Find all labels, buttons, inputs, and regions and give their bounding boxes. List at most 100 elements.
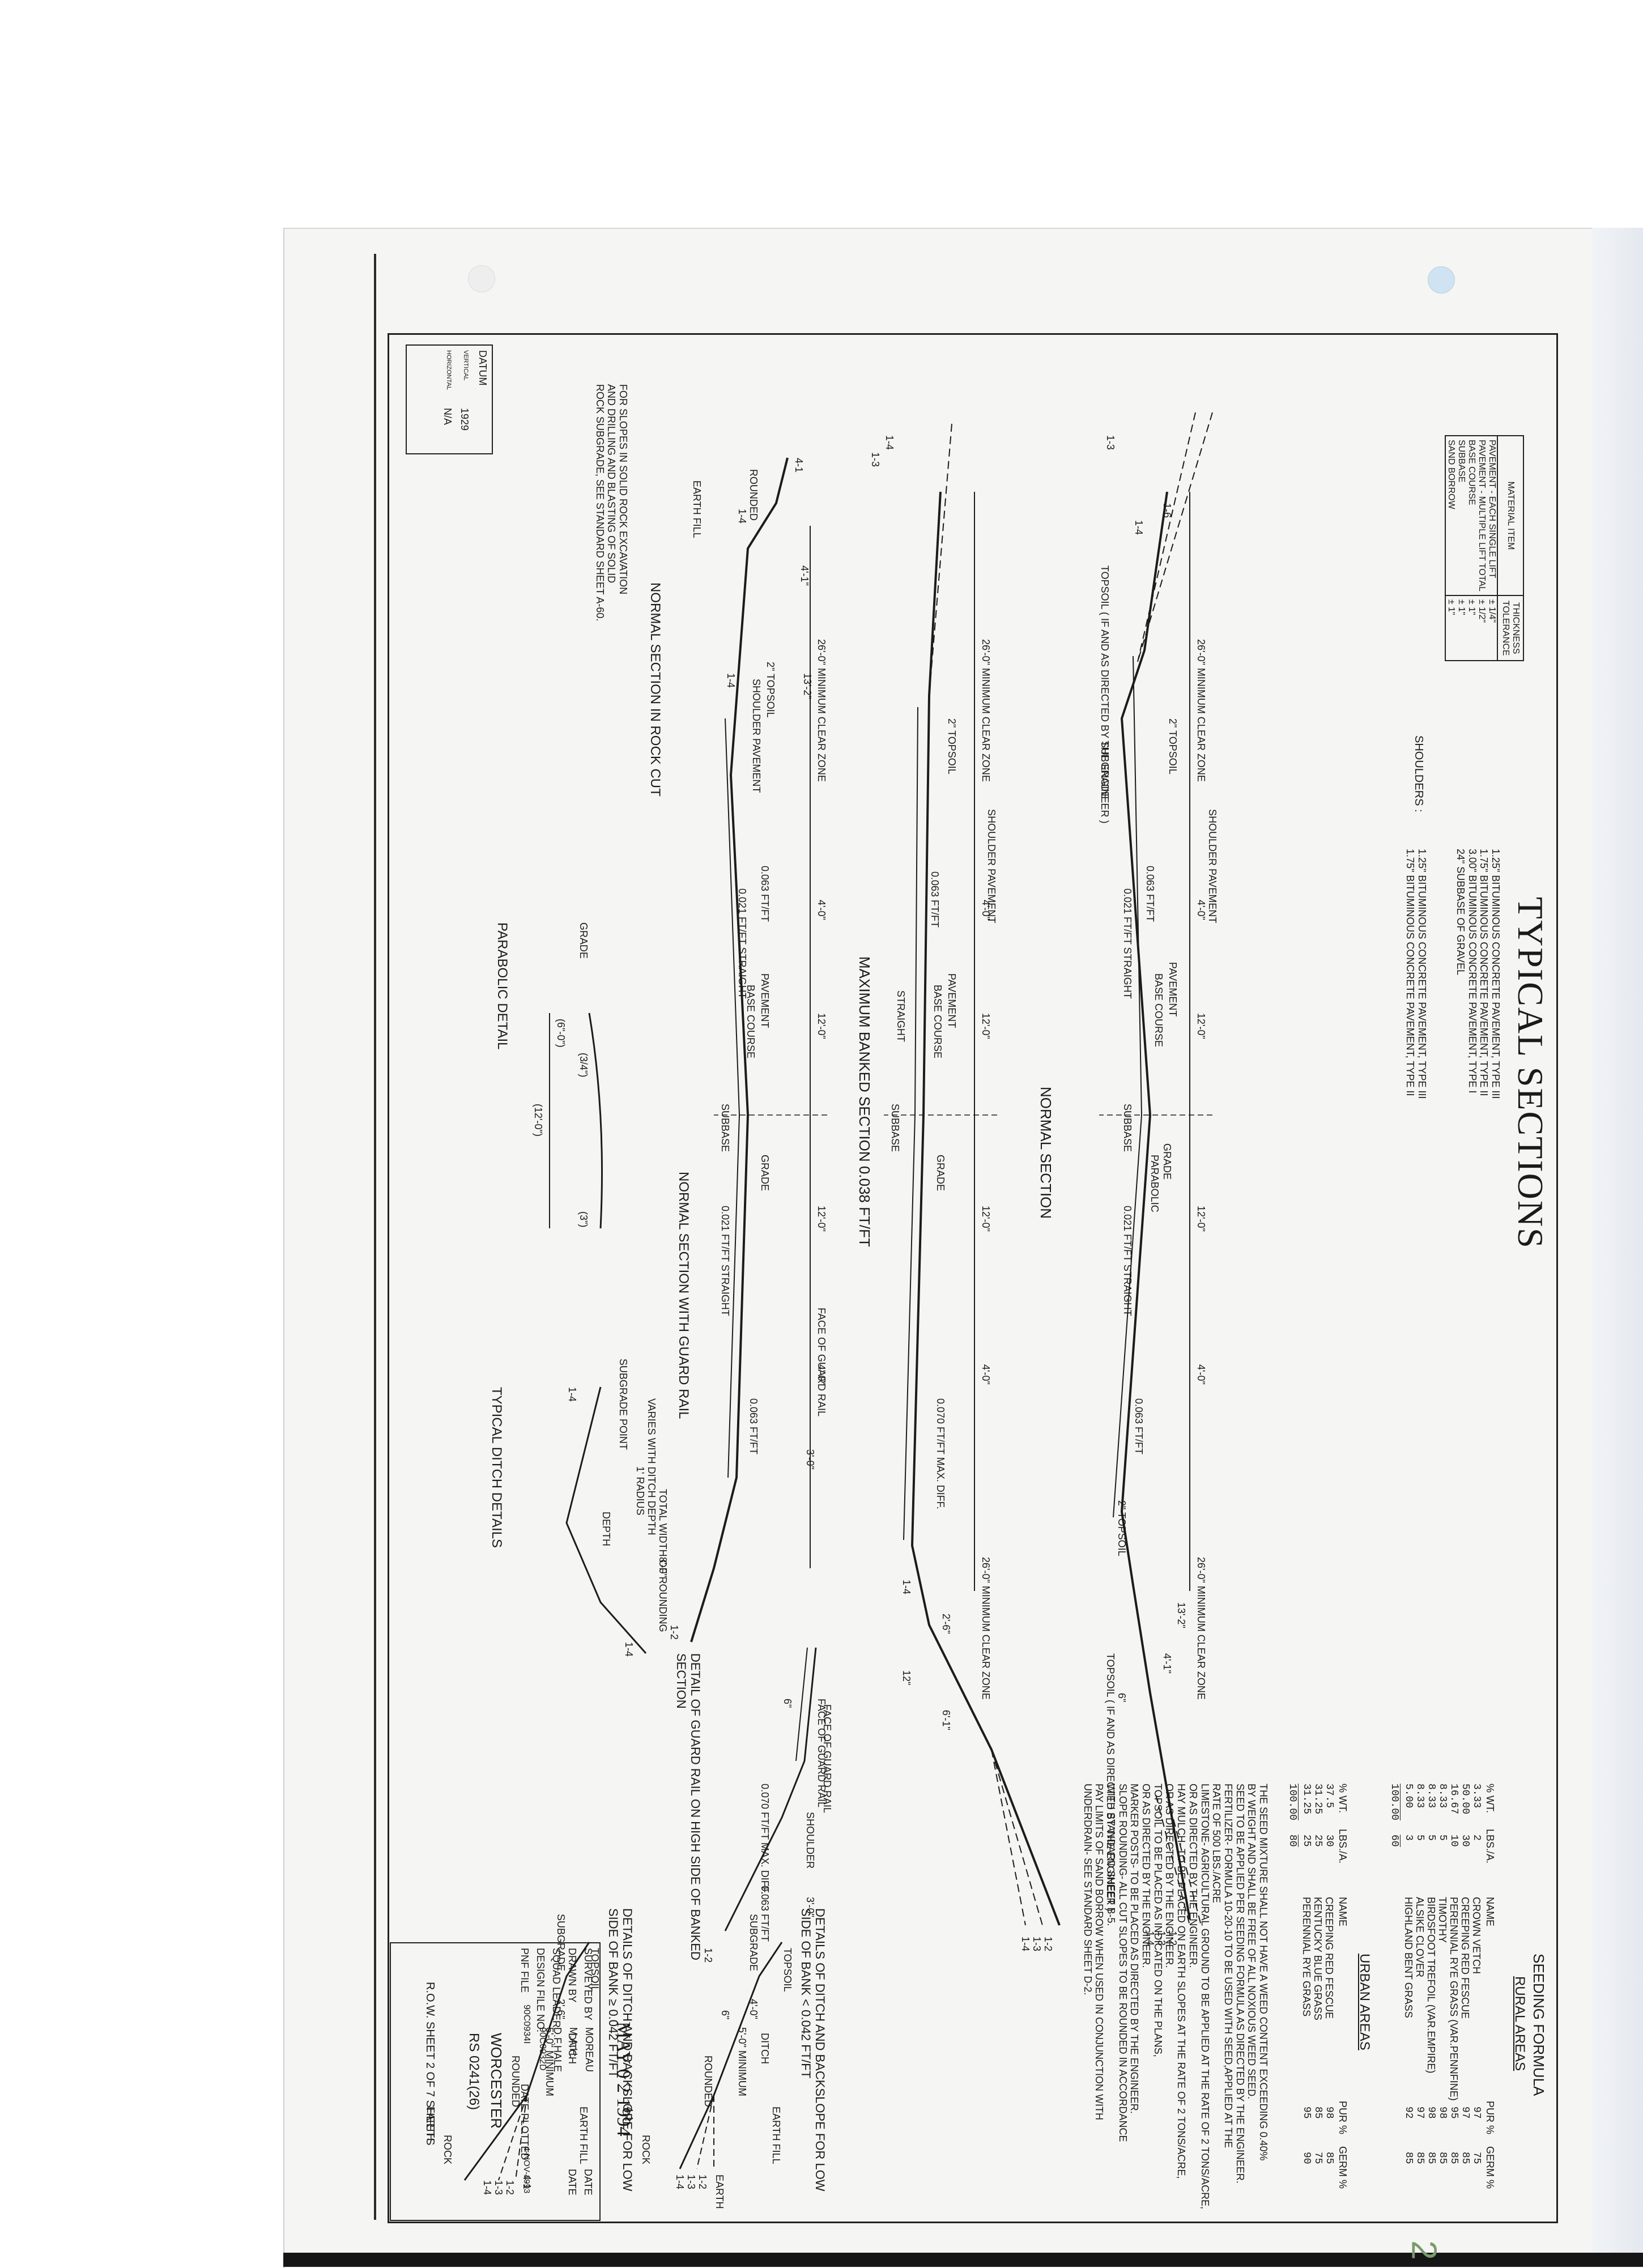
ditch-low-a-label: 5'-0" MINIMUM — [737, 2027, 748, 2096]
normal-label: GRADE — [1161, 1143, 1173, 1180]
normal-slope: 1-3 — [1156, 1931, 1167, 1946]
plotted-date: 4-NOV-1993 — [522, 2146, 531, 2194]
normal-label: SUBBASE — [1122, 1104, 1133, 1152]
guardrail-dim: FACE OF GUARD RAIL — [816, 1308, 827, 1417]
drawing-sheet: TYPICAL SECTIONS 1.25" BITUMINOUS CONCRE… — [368, 254, 1564, 2237]
ditch-low-a-label: 1-3 — [686, 2175, 697, 2190]
normal-label: TOPSOIL ( IF AND AS DIRECTED BY THE ENGI… — [1105, 1653, 1116, 1912]
normal-dim: 13'-2" — [1176, 1602, 1187, 1628]
guardrail-dim: 3'-0" — [805, 1449, 816, 1470]
guardrail-label: 0.063 FT/FT — [748, 1398, 759, 1455]
scan-bottom-band — [283, 2253, 1643, 2267]
guardrail-ground-profile — [690, 457, 789, 1643]
guardrail-dim: 12'-0" — [816, 1206, 827, 1232]
banked-label: 12" — [901, 1670, 912, 1686]
banked-label: STRAIGHT — [895, 990, 906, 1042]
normal-label: 0.063 FT/FT — [1144, 866, 1156, 922]
banked-label: 2" TOPSOIL — [946, 718, 957, 775]
rock-cut-note-line: ROCK SUBGRADE, SEE STANDARD SHEET A-60. — [594, 384, 606, 622]
ditch-label: VARIES WITH DITCH DEPTH — [646, 1398, 657, 1535]
guardrail-slope: 1-2 — [669, 1625, 680, 1640]
sheet-number: R.O.W. SHEET 2 OF 7 SHEETS — [424, 1982, 436, 2146]
banked-slope: 1-2 — [1042, 1937, 1054, 1952]
normal-section-drawing — [1099, 412, 1213, 1926]
date-label: DATE — [582, 2169, 594, 2195]
ditch-low-a-label: EARTH FILL — [771, 2107, 782, 2164]
parabolic-label: (3") — [578, 1211, 589, 1228]
drawn-by-label: DRAWN BY — [567, 1948, 578, 2003]
banked-dim: 4'-0" — [980, 1364, 991, 1385]
guardrail-label: PAVEMENT — [759, 973, 771, 1028]
ditch-low-a-label: ROUNDED — [703, 2056, 714, 2108]
ditch-low-b-profile — [463, 1942, 590, 2181]
parabolic-label: (6"-0") — [555, 1019, 567, 1048]
normal-label: BASE COURSE — [1153, 973, 1164, 1048]
normal-dim: 12'-0" — [1195, 1206, 1207, 1232]
normal-label: SUBGRADE — [1099, 741, 1110, 799]
parabolic-detail-drawing — [549, 1012, 603, 1229]
normal-slope: 1-2 — [1167, 1931, 1178, 1946]
guardrail-label: 0.063 FT/FT — [759, 866, 771, 922]
banked-slope: 1-3 — [1031, 1937, 1042, 1952]
banked-section-title: MAXIMUM BANKED SECTION 0.038 FT/FT — [856, 956, 873, 1247]
squad-leader-label: SQUAD LEADER — [551, 1948, 562, 2028]
banked-dim: 26'-0" MINIMUM CLEAR ZONE — [980, 639, 991, 782]
guardrail-slope: 4-1 — [793, 458, 805, 473]
guardrail-section-title: NORMAL SECTION WITH GUARD RAIL — [676, 1172, 691, 1419]
guardrail-dim: 26'-0" MINIMUM CLEAR ZONE — [816, 639, 827, 782]
normal-label: 0.063 FT/FT — [1133, 1398, 1144, 1455]
banked-section-drawing — [884, 423, 1061, 1926]
normal-label: 2" TOPSOIL — [1116, 1500, 1127, 1556]
guardrail-subgrade-line — [725, 718, 740, 1478]
guardrail-high-title: DETAIL OF GUARD RAIL ON HIGH SIDE OF BAN… — [674, 1653, 703, 1960]
surveyed-by: MOREAU — [584, 2027, 595, 2073]
banked-slope: 1-4 — [1020, 1937, 1031, 1952]
guardrail-dim: 4'-0" — [816, 900, 827, 920]
guardrail-high-label: SHOULDER — [805, 1812, 816, 1869]
guardrail-label: BASE COURSE — [745, 985, 756, 1059]
guardrail-slope: 1-4 — [737, 509, 748, 524]
normal-dim: 4'-0" — [1195, 1364, 1207, 1385]
page-number-mark: 2 — [1404, 2240, 1444, 2260]
banked-label: 0.063 FT/FT — [929, 871, 940, 928]
ditch-low-side-drawings — [463, 1942, 783, 2181]
design-file: 90C0932D — [538, 2027, 547, 2071]
guardrail-slope: 1-4 — [725, 673, 737, 688]
rock-cut-note: FOR SLOPES IN SOLID ROCK EXCAVATION AND … — [594, 384, 629, 621]
ditch-low-a-profile — [679, 1942, 783, 2169]
guardrail-dim: 4'-1" — [799, 565, 810, 586]
ditch-low-a-label: 6" — [720, 2010, 731, 2020]
normal-slope: 1-4 — [1144, 1931, 1156, 1946]
guardrail-label: SUBBASE — [720, 1104, 731, 1152]
guardrail-dim: 13'-2" — [802, 673, 813, 699]
normal-dim: 4'-0" — [1195, 900, 1207, 920]
guardrail-high-drawing — [724, 1647, 817, 1931]
normal-label: 0.021 FT/FT STRAIGHT — [1122, 888, 1133, 999]
banked-slope: 1-4 — [901, 1580, 912, 1595]
normal-section-title: NORMAL SECTION — [1037, 1087, 1054, 1219]
punch-hole-right — [1428, 266, 1455, 293]
banked-label: SUBBASE — [889, 1104, 901, 1152]
parabolic-detail-title: PARABOLIC DETAIL — [495, 922, 510, 1050]
ditch-label: 1-4 — [567, 1387, 578, 1402]
sheet-edge-shadow — [1592, 228, 1643, 2267]
rock-cut-note-line: FOR SLOPES IN SOLID ROCK EXCAVATION — [618, 384, 629, 595]
pnf-file: 90C0934I — [522, 2005, 531, 2044]
guardrail-high-label: 6" — [782, 1699, 793, 1708]
guardrail-label: 2" TOPSOIL — [765, 662, 776, 718]
normal-subgrade-line — [1113, 656, 1143, 1518]
normal-label: SHOULDER PAVEMENT — [1207, 809, 1218, 924]
ditch-low-a-label: 4'-0" — [748, 1999, 759, 2019]
parabolic-label: (12'-0") — [533, 1104, 544, 1137]
ditch-low-b-dashed — [498, 2095, 527, 2181]
guardrail-section-drawing — [690, 457, 827, 1643]
normal-slope: 1-3 — [1105, 435, 1116, 450]
date-label: DATE — [567, 2169, 578, 2195]
guardrail-high-label: 0.070 FT/FT MAX. DIFF. — [759, 1784, 771, 1895]
banked-label: PAVEMENT — [946, 973, 957, 1028]
guardrail-high-label: FACE OF GUARD RAIL — [816, 1699, 827, 1808]
ditch-label: 8'-0" — [657, 1557, 669, 1577]
ditch-low-a-dashed — [696, 2095, 714, 2169]
guardrail-label: SHOULDER PAVEMENT — [751, 679, 762, 793]
guardrail-label: 0.021 FT/FT STRAIGHT — [737, 888, 748, 999]
